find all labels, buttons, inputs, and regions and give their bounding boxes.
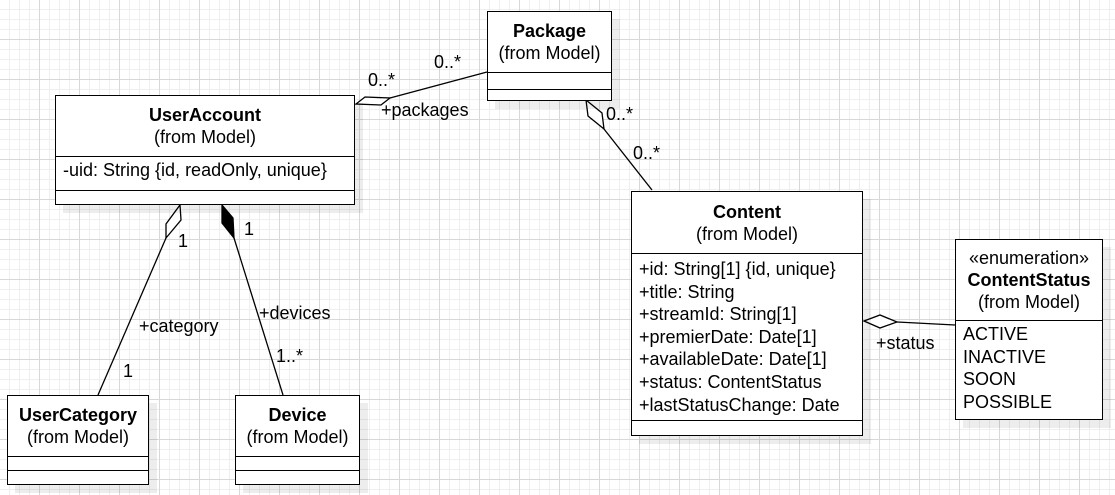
operation-compartment	[632, 421, 862, 435]
multiplicity-label: 1..*	[276, 346, 304, 366]
operation-compartment	[488, 90, 611, 100]
enum-literal: INACTIVE	[963, 346, 1047, 367]
multiplicity-label: 1	[178, 231, 189, 251]
association-useraccount-package[interactable]	[389, 71, 488, 99]
aggregation-diamond-useraccount-package	[354, 96, 392, 106]
association-useraccount-category[interactable]	[97, 237, 167, 396]
multiplicity-label: 1	[244, 219, 255, 239]
attribute-compartment: -uid: String {id, readOnly, unique}	[56, 157, 354, 191]
attribute-compartment: +id: String[1] {id, unique} +title: Stri…	[632, 254, 862, 421]
aggregation-diamond-package-content	[585, 98, 605, 131]
class-name: Content	[713, 201, 781, 222]
class-package-origin: (from Model)	[153, 127, 256, 147]
role-label: +packages	[381, 100, 469, 120]
role-label: +devices	[259, 303, 331, 323]
class-user-category[interactable]: UserCategory (from Model)	[7, 395, 149, 485]
class-name: UserCategory	[18, 405, 138, 425]
operation-compartment	[56, 191, 354, 204]
attribute: +streamId: String[1]	[639, 304, 797, 325]
attribute: -uid: String {id, readOnly, unique}	[63, 160, 327, 180]
class-header: Device (from Model)	[236, 396, 359, 457]
class-package-origin: (from Model)	[246, 427, 349, 447]
enum-literal: SOON	[963, 369, 1017, 390]
class-package-origin: (from Model)	[498, 43, 601, 63]
attribute: +premierDate: Date[1]	[639, 326, 817, 347]
attribute: +status: ContentStatus	[639, 371, 822, 392]
stereotype: «enumeration»	[968, 248, 1090, 268]
class-header: «enumeration» ContentStatus (from Model)	[956, 240, 1102, 321]
association-package-content[interactable]	[603, 128, 653, 191]
operation-compartment	[8, 471, 148, 484]
operation-compartment	[236, 471, 359, 484]
association-useraccount-device[interactable]	[233, 237, 284, 396]
class-header: UserCategory (from Model)	[8, 396, 148, 457]
composition-diamond-useraccount-device	[221, 203, 235, 240]
class-package-origin: (from Model)	[977, 292, 1080, 312]
multiplicity-label: 1	[123, 361, 134, 381]
attribute-compartment	[8, 457, 148, 471]
multiplicity-label: 0..*	[368, 70, 396, 90]
class-user-account[interactable]: UserAccount (from Model) -uid: String {i…	[55, 95, 355, 205]
class-name: ContentStatus	[967, 270, 1091, 290]
class-name: UserAccount	[148, 105, 262, 125]
enum-literal: POSSIBLE	[963, 391, 1053, 412]
class-device[interactable]: Device (from Model)	[235, 395, 360, 485]
association-content-status[interactable]	[896, 321, 956, 326]
class-header: UserAccount (from Model)	[56, 96, 354, 157]
class-package-origin: (from Model)	[695, 223, 798, 244]
class-package-origin: (from Model)	[26, 427, 129, 447]
class-name: Package	[512, 21, 587, 41]
enum-content-status[interactable]: «enumeration» ContentStatus (from Model)…	[955, 239, 1103, 420]
class-header: Content (from Model)	[632, 192, 862, 254]
attribute: +title: String	[639, 281, 735, 302]
enum-literals: ACTIVE INACTIVE SOON POSSIBLE	[956, 321, 1102, 419]
role-label: +category	[139, 316, 219, 336]
class-content[interactable]: Content (from Model) +id: String[1] {id,…	[631, 191, 863, 436]
multiplicity-label: 0..*	[606, 104, 634, 124]
attribute-compartment	[236, 457, 359, 471]
attribute-compartment	[488, 73, 611, 90]
multiplicity-label: 0..*	[633, 143, 661, 163]
multiplicity-label: 0..*	[434, 52, 462, 72]
attribute: +availableDate: Date[1]	[639, 349, 827, 370]
role-label: +status	[876, 333, 935, 353]
attribute: +id: String[1] {id, unique}	[639, 259, 836, 279]
aggregation-diamond-useraccount-category	[165, 203, 182, 240]
class-header: Package (from Model)	[488, 12, 611, 73]
attribute: +lastStatusChange: Date	[639, 394, 840, 415]
class-package[interactable]: Package (from Model)	[487, 11, 612, 101]
aggregation-diamond-content-status	[862, 314, 899, 329]
class-name: Device	[268, 405, 327, 425]
enum-literal: ACTIVE	[963, 324, 1029, 344]
